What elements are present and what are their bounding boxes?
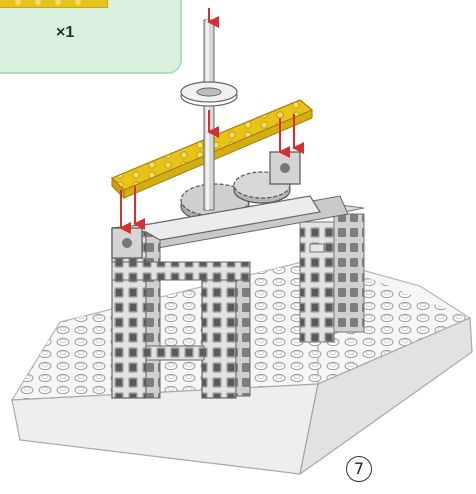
step-number: 7 — [346, 456, 372, 482]
